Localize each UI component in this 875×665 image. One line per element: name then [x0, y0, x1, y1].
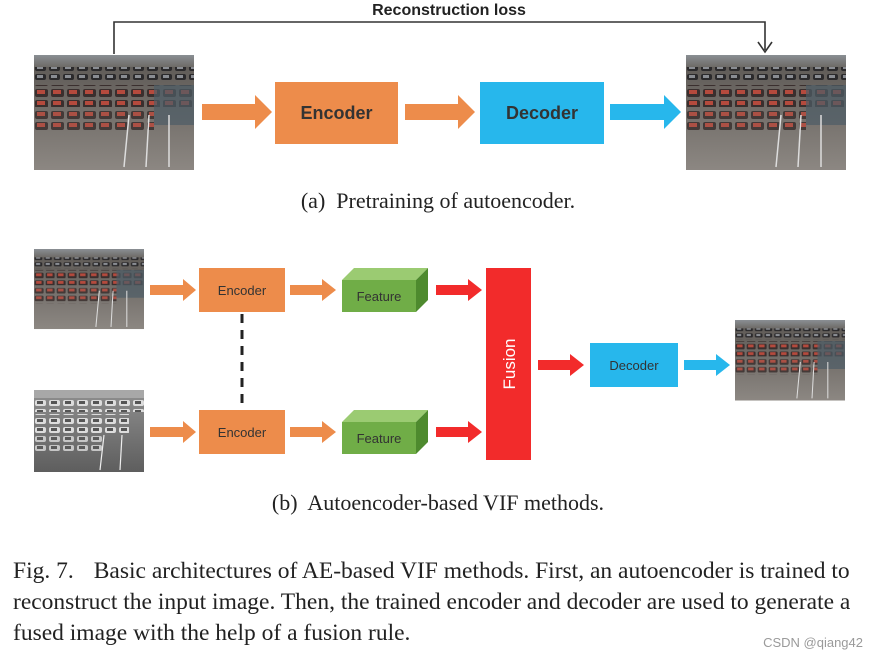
subcaption-a: (a) Pretraining of autoencoder.: [301, 188, 575, 213]
arrow-input-to-encoder: [202, 95, 272, 129]
feature-block-bottom: [342, 410, 428, 454]
subcaption-b: (b) Autoencoder-based VIF methods.: [272, 490, 604, 515]
arrow-feature-bottom-to-fusion: [436, 421, 482, 443]
watermark: CSDN @qiang42: [763, 635, 863, 650]
figure-caption-label: Fig. 7.: [13, 558, 74, 584]
feature-block-top-label: Feature: [357, 289, 402, 304]
feature-block-bottom-label: Feature: [357, 431, 402, 446]
encoder-block-a: [275, 82, 398, 144]
decoder-block-b-label: Decoder: [609, 358, 659, 373]
arrow-encoder-to-feature-bottom: [290, 421, 336, 443]
encoder-block-b-bottom-label: Encoder: [218, 425, 267, 440]
arrow-encoder-to-decoder: [405, 95, 475, 129]
arrow-infrared-to-encoder: [150, 421, 196, 443]
reconstruction-loss-label: Reconstruction loss: [372, 2, 526, 19]
fusion-block-label: Fusion: [500, 338, 519, 389]
encoder-block-b-top-label: Encoder: [218, 283, 267, 298]
input-image-a: [33, 54, 195, 171]
figure-caption: Fig. 7.Basic architectures of AE-based V…: [13, 556, 869, 649]
encoder-block-a-label: Encoder: [300, 103, 372, 123]
decoder-block-a-label: Decoder: [506, 103, 578, 123]
visible-image-b: [33, 248, 145, 330]
infrared-image-b: [33, 389, 145, 473]
arrow-encoder-to-feature-top: [290, 279, 336, 301]
panel-a: Reconstruction loss Encoder Decoder (a) …: [33, 2, 847, 213]
encoder-block-b-top: [199, 268, 285, 312]
output-image-a: [685, 54, 847, 171]
arrow-decoder-to-output: [610, 95, 681, 129]
encoder-block-b-bottom: [199, 410, 285, 454]
feature-block-top: [342, 268, 428, 312]
fused-image-b: [734, 319, 846, 402]
reconstruction-loss-arrowhead: [757, 41, 773, 54]
arrow-decoder-to-fused-image: [684, 354, 730, 376]
figure-caption-text: Basic architectures of AE-based VIF meth…: [13, 558, 851, 646]
arrow-visible-to-encoder: [150, 279, 196, 301]
panel-b: Encoder Encoder Feature Feature Fusion D…: [33, 248, 846, 515]
fusion-block: [486, 268, 531, 460]
reconstruction-loss-connector: [113, 21, 766, 54]
arrow-feature-top-to-fusion: [436, 279, 482, 301]
decoder-block-a: [480, 82, 604, 144]
arrow-fusion-to-decoder: [538, 354, 584, 376]
decoder-block-b: [590, 343, 678, 387]
